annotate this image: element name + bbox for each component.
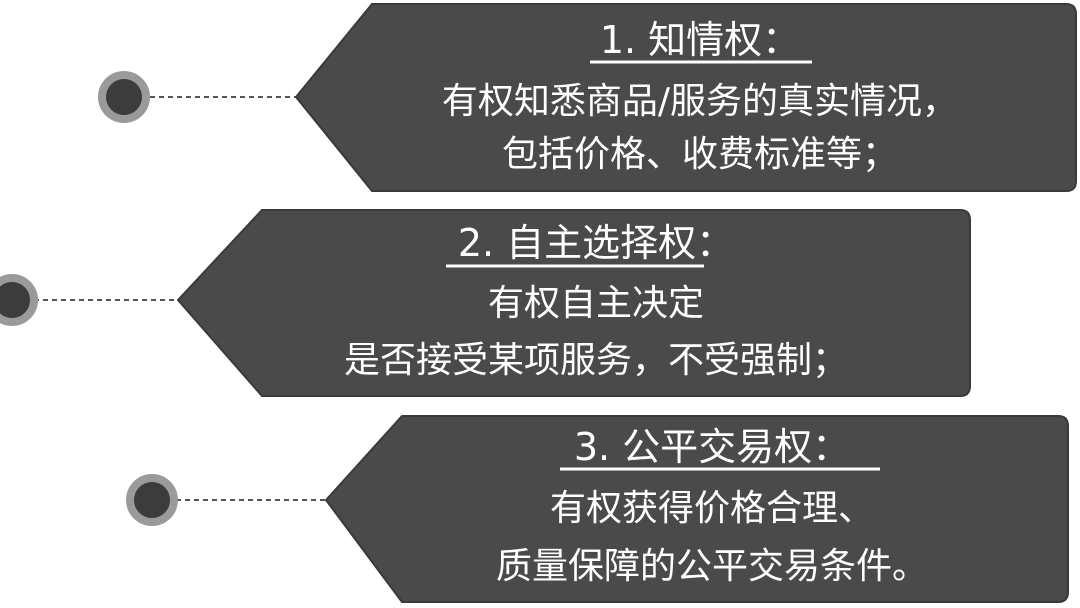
tag-3-line-2: 质量保障的公平交易条件。: [496, 546, 928, 587]
tag-3-line-1: 有权获得价格合理、: [550, 488, 874, 529]
tag-1-shape: [294, 3, 1077, 192]
tag-2-line-1: 有权自主决定: [488, 283, 704, 324]
tag-2-ring-dot: [0, 274, 38, 326]
tag-1: 1. 知情权： 有权知悉商品/服务的真实情况， 包括价格、收费标准等；: [98, 3, 1077, 192]
tag-2-shape: [176, 209, 971, 397]
tag-1-line-2: 包括价格、收费标准等；: [502, 134, 898, 175]
tag-2-line-2: 是否接受某项服务，不受强制；: [344, 340, 848, 381]
tag-1-title: 1. 知情权：: [600, 18, 800, 62]
tag-3: 3. 公平交易权： 有权获得价格合理、 质量保障的公平交易条件。: [126, 415, 1069, 603]
tag-3-title: 3. 公平交易权：: [574, 425, 850, 469]
tag-1-ring-dot: [98, 71, 150, 123]
tag-2-title: 2. 自主选择权：: [458, 221, 734, 265]
tag-3-shape: [324, 415, 1069, 603]
tag-3-ring-dot: [126, 474, 178, 526]
tag-1-line-1: 有权知悉商品/服务的真实情况，: [442, 81, 958, 122]
tag-2: 2. 自主选择权： 有权自主决定 是否接受某项服务，不受强制；: [0, 209, 971, 397]
